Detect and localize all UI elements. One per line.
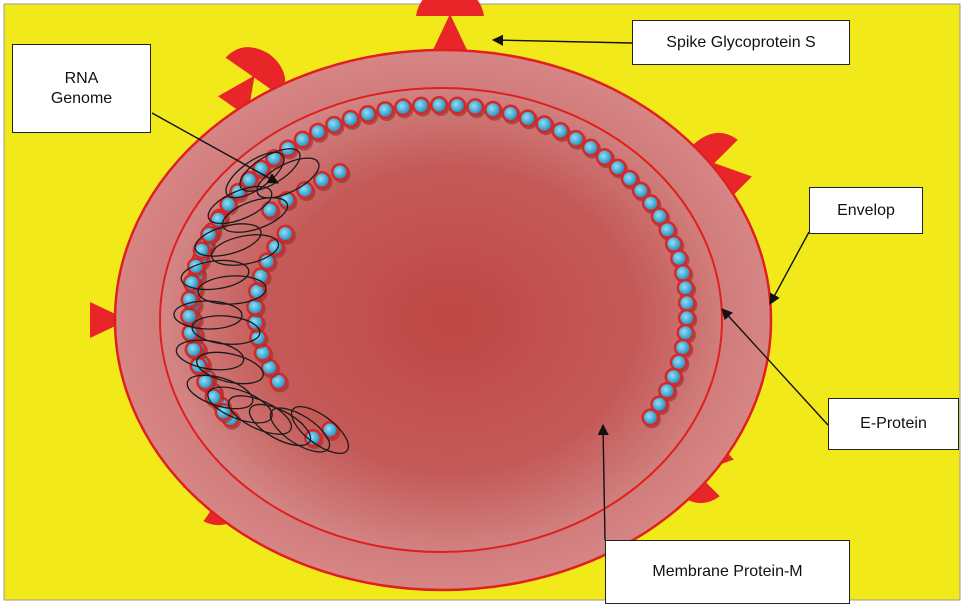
e-protein-label: E-Protein xyxy=(828,398,959,450)
rna-genome-label: RNA Genome xyxy=(12,44,151,133)
envelop-label: Envelop xyxy=(809,187,923,234)
spike-glycoprotein-label: Spike Glycoprotein S xyxy=(632,20,850,65)
membrane-protein-label: Membrane Protein-M xyxy=(605,540,850,604)
